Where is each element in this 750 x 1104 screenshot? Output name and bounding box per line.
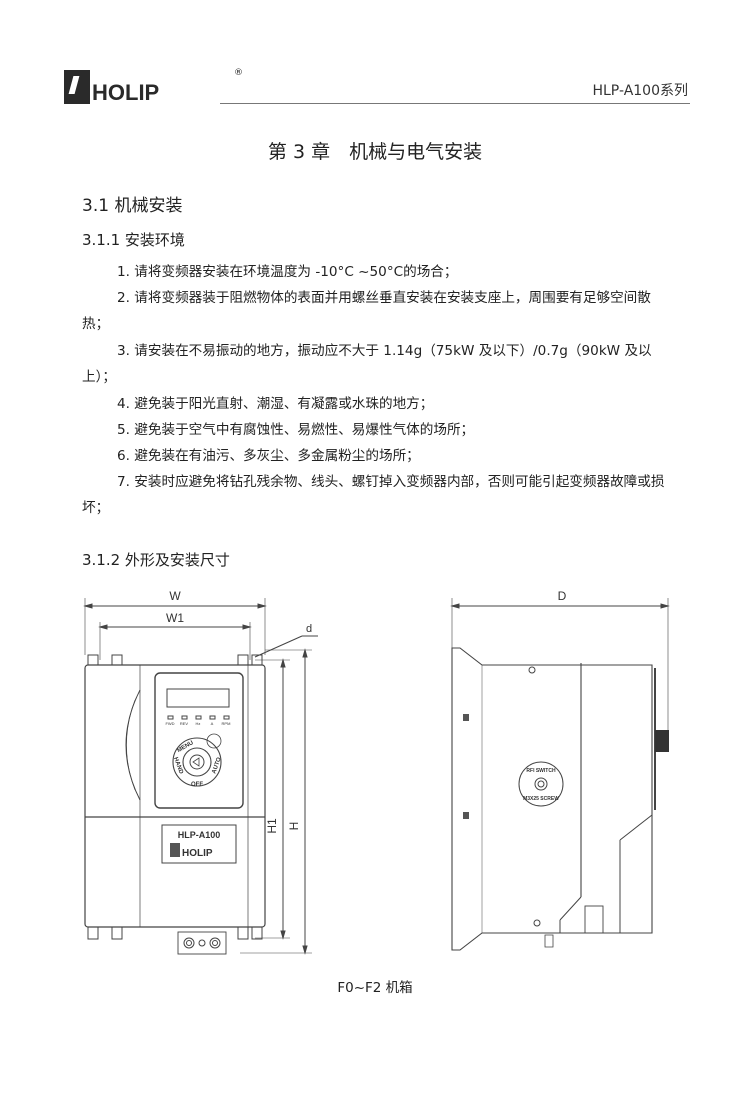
led-label: RPM — [222, 721, 231, 726]
hand-key: HAND — [172, 756, 184, 775]
nameplate-logo-icon — [170, 843, 180, 857]
list-item: 6. 避免装在有油污、多灰尘、多金属粉尘的场所； — [117, 448, 420, 464]
nameplate-model: HLP-A100 — [178, 830, 221, 840]
registered-mark: ® — [234, 68, 243, 78]
auto-key: AUTO — [211, 756, 223, 774]
dim-d-depth-label: D — [558, 589, 567, 603]
side-view: D RFI SWITCH M3X25 SCREW — [450, 589, 670, 951]
dim-w1-label: W1 — [166, 611, 184, 625]
rfi-switch-label: RFI SWITCH M3X25 SCREW — [518, 761, 564, 807]
list-item: 5. 避免装于空气中有腐蚀性、易燃性、易爆性气体的场所； — [117, 422, 475, 438]
dim-h1-label: H1 — [265, 818, 279, 834]
keypad — [154, 672, 244, 809]
holip-logo: HOLIP ® — [64, 68, 243, 105]
logo-text: HOLIP — [92, 80, 160, 105]
off-key: OFF — [191, 782, 203, 788]
rfi-switch-text: RFI SWITCH — [526, 768, 556, 774]
dim-w-label: W — [169, 589, 181, 603]
subsection-title-environment: 3.1.1 安装环境 — [82, 231, 185, 249]
led-label: REV — [180, 721, 189, 726]
chapter-title: 第 3 章 机械与电气安装 — [267, 141, 483, 163]
nameplate-brand: HOLIP — [182, 848, 213, 859]
connector-icon — [655, 730, 669, 752]
list-item: 2. 请将变频器装于阻燃物体的表面并用螺丝垂直安装在安装支座上，周围要有足够空间… — [82, 290, 651, 332]
figure-caption: F0~F2 机箱 — [337, 980, 413, 996]
led-row: FWD REV Hz A RPM — [165, 715, 231, 726]
dim-h-label: H — [287, 822, 301, 831]
series-label: HLP-A100系列 — [592, 83, 688, 99]
header-divider — [220, 103, 690, 104]
logo-mark-icon — [64, 70, 90, 104]
subsection-title-dimensions: 3.1.2 外形及安装尺寸 — [82, 551, 230, 569]
led-label: A — [211, 721, 214, 726]
run-icon — [192, 757, 200, 767]
list-item: 1. 请将变频器安装在环境温度为 -10°C ~50°C的场合； — [117, 264, 458, 280]
section-title: 3.1 机械安装 — [82, 196, 183, 216]
dim-d-label: d — [306, 623, 312, 635]
list-item: 7. 安装时应避免将钻孔残余物、线头、螺钉掉入变频器内部，否则可能引起变频器故障… — [82, 474, 665, 516]
led-label: FWD — [165, 721, 174, 726]
knob — [206, 733, 222, 749]
list-item: 4. 避免装于阳光直射、潮湿、有凝露或水珠的地方； — [117, 396, 434, 412]
list-item: 3. 请安装在不易振动的地方，振动应不大于 1.14g（75kW 及以下）/0.… — [82, 343, 652, 385]
menu-key: MENU — [176, 740, 194, 754]
screw-text: M3X25 SCREW — [523, 796, 559, 802]
front-view: W W1 d H1 H FWD — [83, 589, 318, 955]
ground-icon — [198, 939, 206, 947]
led-label: Hz — [196, 721, 201, 726]
